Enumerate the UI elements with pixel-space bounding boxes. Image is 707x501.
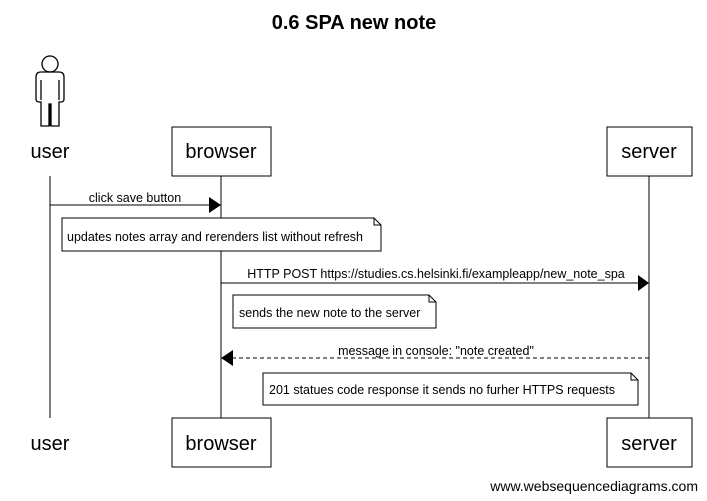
message-console-note-created: message in console: "note created" (221, 344, 649, 366)
participant-user-bottom: user (31, 433, 70, 455)
message-click-save: click save button (50, 191, 221, 213)
note-updates-array: updates notes array and rerenders list w… (61, 217, 382, 252)
note-label: 201 statues code response it sends no fu… (269, 383, 615, 397)
message-label: click save button (89, 191, 181, 205)
participant-browser-bottom: browser (171, 417, 272, 468)
arrowhead-icon (221, 350, 233, 366)
participant-server-top: server (606, 126, 693, 177)
participant-browser-label: browser (185, 433, 256, 455)
message-http-post: HTTP POST https://studies.cs.helsinki.fi… (221, 267, 649, 291)
participant-browser-label: browser (185, 141, 256, 163)
note-label: updates notes array and rerenders list w… (67, 230, 363, 244)
participant-user-top: user (31, 141, 70, 163)
message-label: HTTP POST https://studies.cs.helsinki.fi… (247, 267, 625, 281)
participant-server-bottom: server (606, 417, 693, 468)
note-fold-icon (428, 295, 436, 303)
note-sends-new-note: sends the new note to the server (232, 294, 437, 329)
participant-browser-top: browser (171, 126, 272, 177)
note-201-response: 201 statues code response it sends no fu… (262, 372, 639, 406)
arrowhead-icon (638, 275, 649, 291)
footer-watermark: www.websequencediagrams.com (489, 478, 698, 494)
diagram-title: 0.6 SPA new note (272, 12, 436, 34)
arrowhead-icon (209, 197, 221, 213)
note-fold-icon (373, 218, 381, 226)
note-fold-icon (630, 373, 638, 381)
participant-server-label: server (621, 141, 677, 163)
user-actor-icon (35, 55, 65, 127)
message-label: message in console: "note created" (338, 344, 534, 358)
note-label: sends the new note to the server (239, 306, 420, 320)
participant-server-label: server (621, 433, 677, 455)
